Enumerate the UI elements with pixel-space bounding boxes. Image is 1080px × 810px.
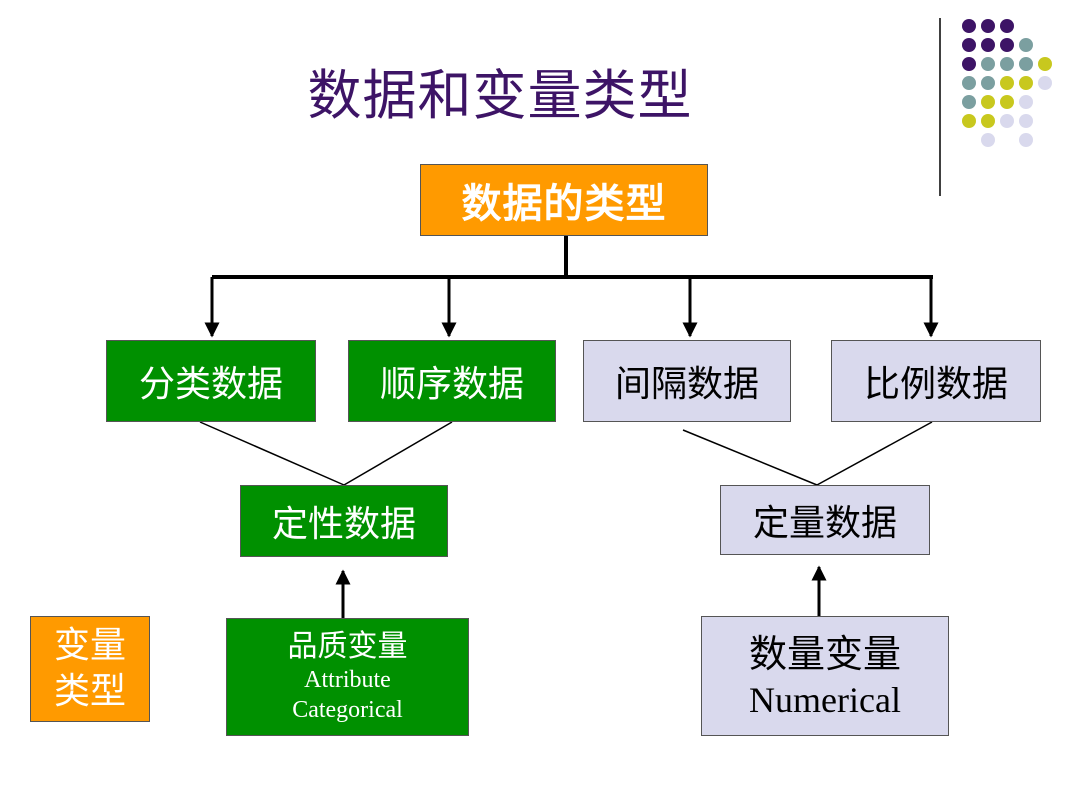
attribute-variable-box: 品质变量 Attribute Categorical bbox=[226, 618, 469, 736]
categorical-variable-en: Categorical bbox=[292, 697, 403, 723]
decorative-dot bbox=[1000, 76, 1014, 90]
line-ordinal-to-qualitative bbox=[343, 421, 453, 486]
decorative-dot bbox=[981, 38, 995, 52]
decorative-dot bbox=[962, 114, 976, 128]
page-title: 数据和变量类型 bbox=[307, 64, 693, 127]
decorative-dot bbox=[1000, 95, 1014, 109]
ratio-data-label: 比例数据 bbox=[863, 364, 1008, 405]
nominal-data-label: 分类数据 bbox=[138, 364, 283, 405]
decorative-dot bbox=[1019, 57, 1033, 71]
decorative-dot bbox=[1000, 19, 1014, 33]
decorative-dot bbox=[981, 57, 995, 71]
decorative-dot bbox=[981, 76, 995, 90]
line-interval-to-quantitative bbox=[682, 429, 818, 486]
decorative-dot bbox=[962, 76, 976, 90]
numerical-variable-zh: 数量变量 bbox=[748, 632, 901, 676]
decorative-dot bbox=[1019, 133, 1033, 147]
decorative-dot bbox=[1000, 57, 1014, 71]
decorative-dot bbox=[1038, 57, 1052, 71]
line-nominal-to-qualitative bbox=[199, 421, 345, 486]
variable-type-box: 变量类型 bbox=[30, 616, 150, 722]
decorative-dot bbox=[981, 114, 995, 128]
decorative-dot bbox=[1019, 38, 1033, 52]
decorative-dot bbox=[962, 57, 976, 71]
decorative-dot bbox=[1000, 114, 1014, 128]
numerical-variable-box: 数量变量 Numerical bbox=[701, 616, 949, 736]
quantitative-data-box: 定量数据 bbox=[720, 485, 930, 555]
qualitative-data-label: 定性数据 bbox=[271, 504, 416, 545]
decorative-dot bbox=[981, 95, 995, 109]
decorative-dot bbox=[1019, 114, 1033, 128]
ratio-data-box: 比例数据 bbox=[831, 340, 1041, 422]
interval-data-box: 间隔数据 bbox=[583, 340, 791, 422]
attribute-variable-en: Attribute bbox=[304, 667, 391, 693]
nominal-data-box: 分类数据 bbox=[106, 340, 316, 422]
root-label: 数据的类型 bbox=[461, 181, 667, 227]
ordinal-data-box: 顺序数据 bbox=[348, 340, 556, 422]
qualitative-data-box: 定性数据 bbox=[240, 485, 448, 557]
variable-type-label: 变量类型 bbox=[53, 625, 126, 712]
decorative-dot bbox=[981, 19, 995, 33]
decorative-dot bbox=[1038, 76, 1052, 90]
decorative-dot bbox=[962, 95, 976, 109]
decorative-dot bbox=[1019, 95, 1033, 109]
root-box: 数据的类型 bbox=[420, 164, 708, 236]
decorative-dot bbox=[1000, 38, 1014, 52]
decorative-dot bbox=[962, 19, 976, 33]
decorative-dot-grid bbox=[962, 19, 1052, 147]
line-ratio-to-quantitative bbox=[816, 421, 933, 486]
decorative-dot bbox=[962, 38, 976, 52]
ordinal-data-label: 顺序数据 bbox=[379, 364, 524, 405]
decorative-dot bbox=[981, 133, 995, 147]
attribute-variable-zh: 品质变量 bbox=[287, 629, 408, 664]
numerical-variable-en: Numerical bbox=[749, 680, 901, 720]
interval-data-label: 间隔数据 bbox=[614, 364, 759, 405]
quantitative-data-label: 定量数据 bbox=[752, 503, 897, 544]
decorative-dot bbox=[1019, 76, 1033, 90]
